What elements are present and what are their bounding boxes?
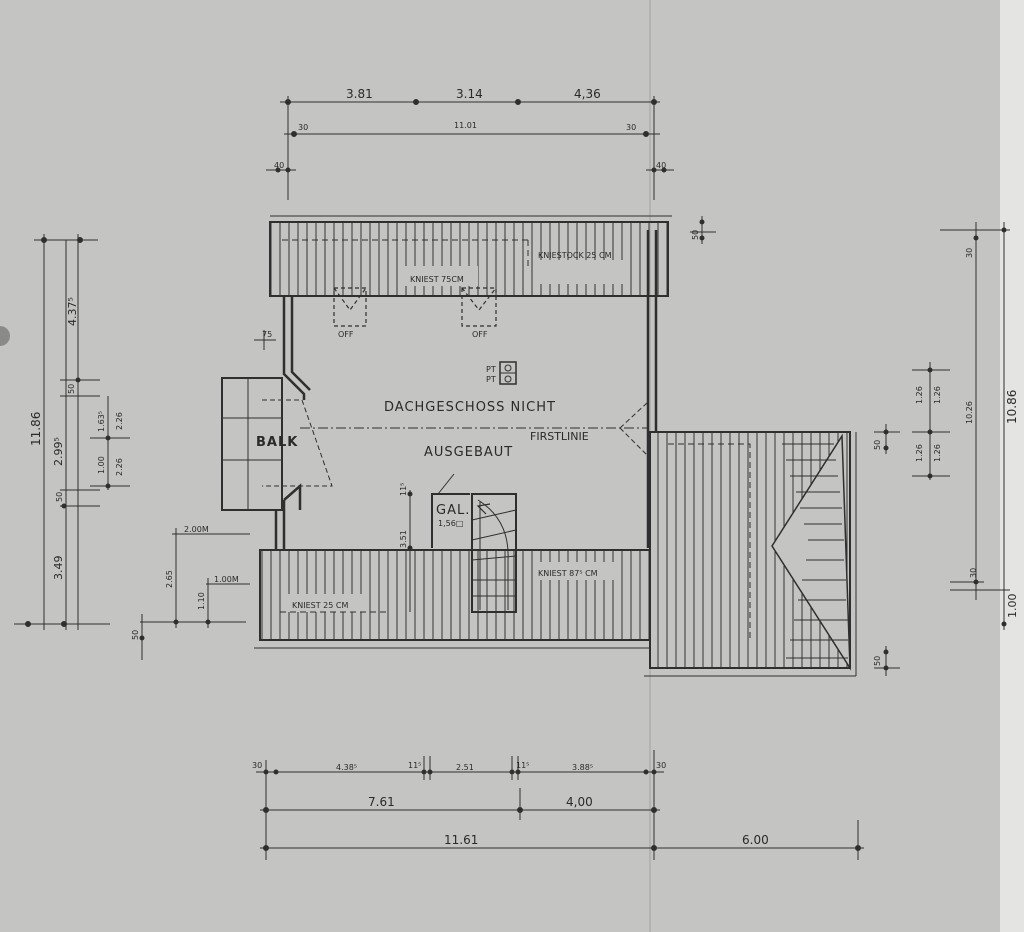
dim-right-50a: 50	[691, 230, 700, 240]
dim-bot-251: 2.51	[456, 763, 474, 772]
dim-stair-351: 3.51	[399, 530, 408, 548]
dim-right-30a: 30	[965, 248, 974, 258]
window-off-2	[461, 287, 497, 327]
dim-top-1: 3.81	[346, 87, 373, 101]
kniestock-top-label: KNIESTOCK 25 CM	[538, 251, 612, 260]
dim-left-total: 11.86	[29, 412, 43, 446]
dim-top-30a: 30	[298, 123, 308, 132]
dim-top-total: 11.01	[454, 121, 477, 130]
dim-bot-600: 6.00	[742, 833, 769, 847]
firstlinie-label: FIRSTLINIE	[530, 430, 589, 443]
gal-area-label: 1,56□	[438, 519, 463, 528]
dim-left-75: 75	[262, 330, 272, 339]
dim-bot-761: 7.61	[368, 795, 395, 809]
dim-left-200m: 2.00M	[184, 525, 209, 534]
window-label-1: OFF	[338, 330, 354, 339]
dim-left-50b: 50	[55, 492, 64, 502]
dim-right-126d: 1.26	[933, 444, 942, 462]
dim-bot-30b: 30	[656, 761, 666, 770]
title-line-2: AUSGEBAUT	[424, 445, 513, 460]
chimney-label-2: PT	[486, 375, 496, 384]
dim-left-50a: 50	[67, 384, 76, 394]
punch-hole	[0, 326, 10, 346]
dim-left-c: 3.49	[52, 556, 65, 581]
dim-bot-388: 3.88⁵	[572, 763, 593, 772]
dim-top-30b: 30	[626, 123, 636, 132]
dim-left-b: 2.99⁵	[52, 437, 65, 466]
dim-left-50c: 50	[131, 630, 140, 640]
dim-right-1086: 10.86	[1005, 390, 1019, 424]
dim-right-126b: 1.26	[933, 386, 942, 404]
dim-stair-115: 11⁵	[399, 483, 408, 496]
kniest-bottom-right-label: KNIEST 87⁵ CM	[538, 569, 598, 578]
dim-left-a: 4.37⁵	[66, 297, 79, 326]
dim-right-50b: 50	[873, 440, 882, 450]
window-off-1	[333, 287, 367, 327]
dim-bot-438: 4.38⁵	[336, 763, 357, 772]
dim-right-30b: 30	[969, 568, 978, 578]
dim-left-265: 2.65	[165, 570, 174, 588]
dim-top-40a: 40	[274, 161, 284, 170]
balcony	[221, 377, 283, 511]
window-label-2: OFF	[472, 330, 488, 339]
dim-top-3: 4,36	[574, 87, 601, 101]
kniest-top-label: KNIEST 75CM	[410, 275, 464, 284]
dim-left-226b: 2.26	[115, 458, 124, 476]
dim-bot-115a: 11⁵	[408, 761, 421, 770]
dimension-texts: 3.81 3.14 4,36 11.01 30 30 40 40 11.86 4…	[29, 87, 1019, 847]
dim-top-40b: 40	[656, 161, 666, 170]
gallery	[431, 493, 470, 548]
dim-right-126c: 1.26	[915, 444, 924, 462]
kniest-bottom-left-label: KNIEST 25 CM	[292, 601, 348, 610]
dim-left-110: 1.10	[197, 592, 206, 610]
dim-left-163: 1.63⁵	[97, 411, 106, 432]
dim-left-226a: 2.26	[115, 412, 124, 430]
dim-top-2: 3.14	[456, 87, 483, 101]
gal-label: GAL.	[436, 503, 470, 518]
dim-right-100: 1.00	[1006, 594, 1019, 619]
dim-right-50c: 50	[873, 656, 882, 666]
dim-right-1026: 10.26	[965, 401, 974, 424]
dim-left-100m: 1.00M	[214, 575, 239, 584]
dim-left-100: 1.00	[97, 456, 106, 474]
dim-bot-115b: 11⁵	[516, 761, 529, 770]
dim-bot-400: 4,00	[566, 795, 593, 809]
dim-bot-1161: 11.61	[444, 833, 478, 847]
balk-label: BALK	[256, 435, 298, 450]
title-line-1: DACHGESCHOSS NICHT	[384, 400, 556, 415]
chimney-label-1: PT	[486, 365, 496, 374]
building-plan	[221, 215, 857, 677]
dim-bot-30a: 30	[252, 761, 262, 770]
dimension-lines	[14, 96, 1010, 860]
dim-right-126a: 1.26	[915, 386, 924, 404]
